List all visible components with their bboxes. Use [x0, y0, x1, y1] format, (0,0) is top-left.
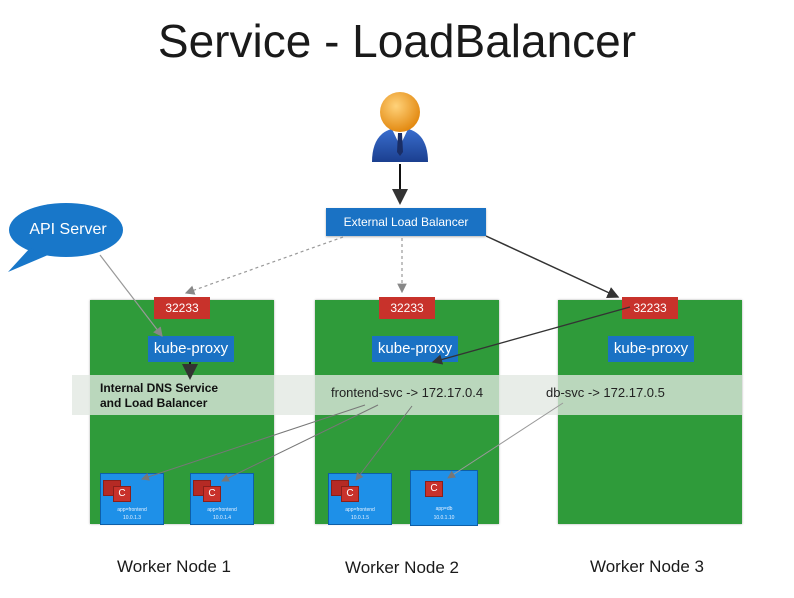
container-icon: C: [113, 486, 131, 502]
node-3-kube-proxy: kube-proxy: [608, 336, 694, 362]
container-icon: C: [425, 481, 443, 497]
db-svc-label: db-svc -> 172.17.0.5: [546, 385, 665, 400]
pod-ip-label: 10.0.1.5: [350, 515, 370, 521]
external-load-balancer: External Load Balancer: [326, 208, 486, 236]
pod-ip-label: 10.0.1.4: [212, 515, 232, 521]
worker-node-2-label: Worker Node 2: [344, 558, 459, 577]
user-icon: [372, 92, 428, 162]
pod-frontend-1: C app=frontend 10.0.1.3: [100, 473, 164, 525]
container-icon: C: [203, 486, 221, 502]
node-2-kube-proxy: kube-proxy: [372, 336, 458, 362]
worker-node-1-label: Worker Node 1: [116, 557, 231, 576]
pod-frontend-3: C app=frontend 10.0.1.5: [328, 473, 392, 525]
pod-app-label: app=db: [435, 506, 453, 512]
frontend-svc-label: frontend-svc -> 172.17.0.4: [331, 385, 484, 400]
node-3-port: 32233: [622, 297, 678, 319]
pod-app-label: app=frontend: [117, 507, 147, 513]
internal-dns-band: [72, 375, 742, 415]
container-icon: C: [341, 486, 359, 502]
pod-frontend-2: C app=frontend 10.0.1.4: [190, 473, 254, 525]
api-server-label: API Server: [29, 221, 107, 238]
node-1-kube-proxy: kube-proxy: [148, 336, 234, 362]
node-1-port: 32233: [154, 297, 210, 319]
api-server-bubble: [8, 203, 123, 272]
pod-db: C app=db 10.0.1.10: [410, 470, 478, 526]
node-2-port: 32233: [379, 297, 435, 319]
worker-node-3-label: Worker Node 3: [589, 557, 704, 576]
pod-ip-label: 10.0.1.10: [433, 515, 455, 521]
pod-ip-label: 10.0.1.3: [122, 515, 142, 521]
pod-app-label: app=frontend: [345, 507, 375, 513]
pod-app-label: app=frontend: [207, 507, 237, 513]
page-title: Service - LoadBalancer: [157, 15, 637, 67]
